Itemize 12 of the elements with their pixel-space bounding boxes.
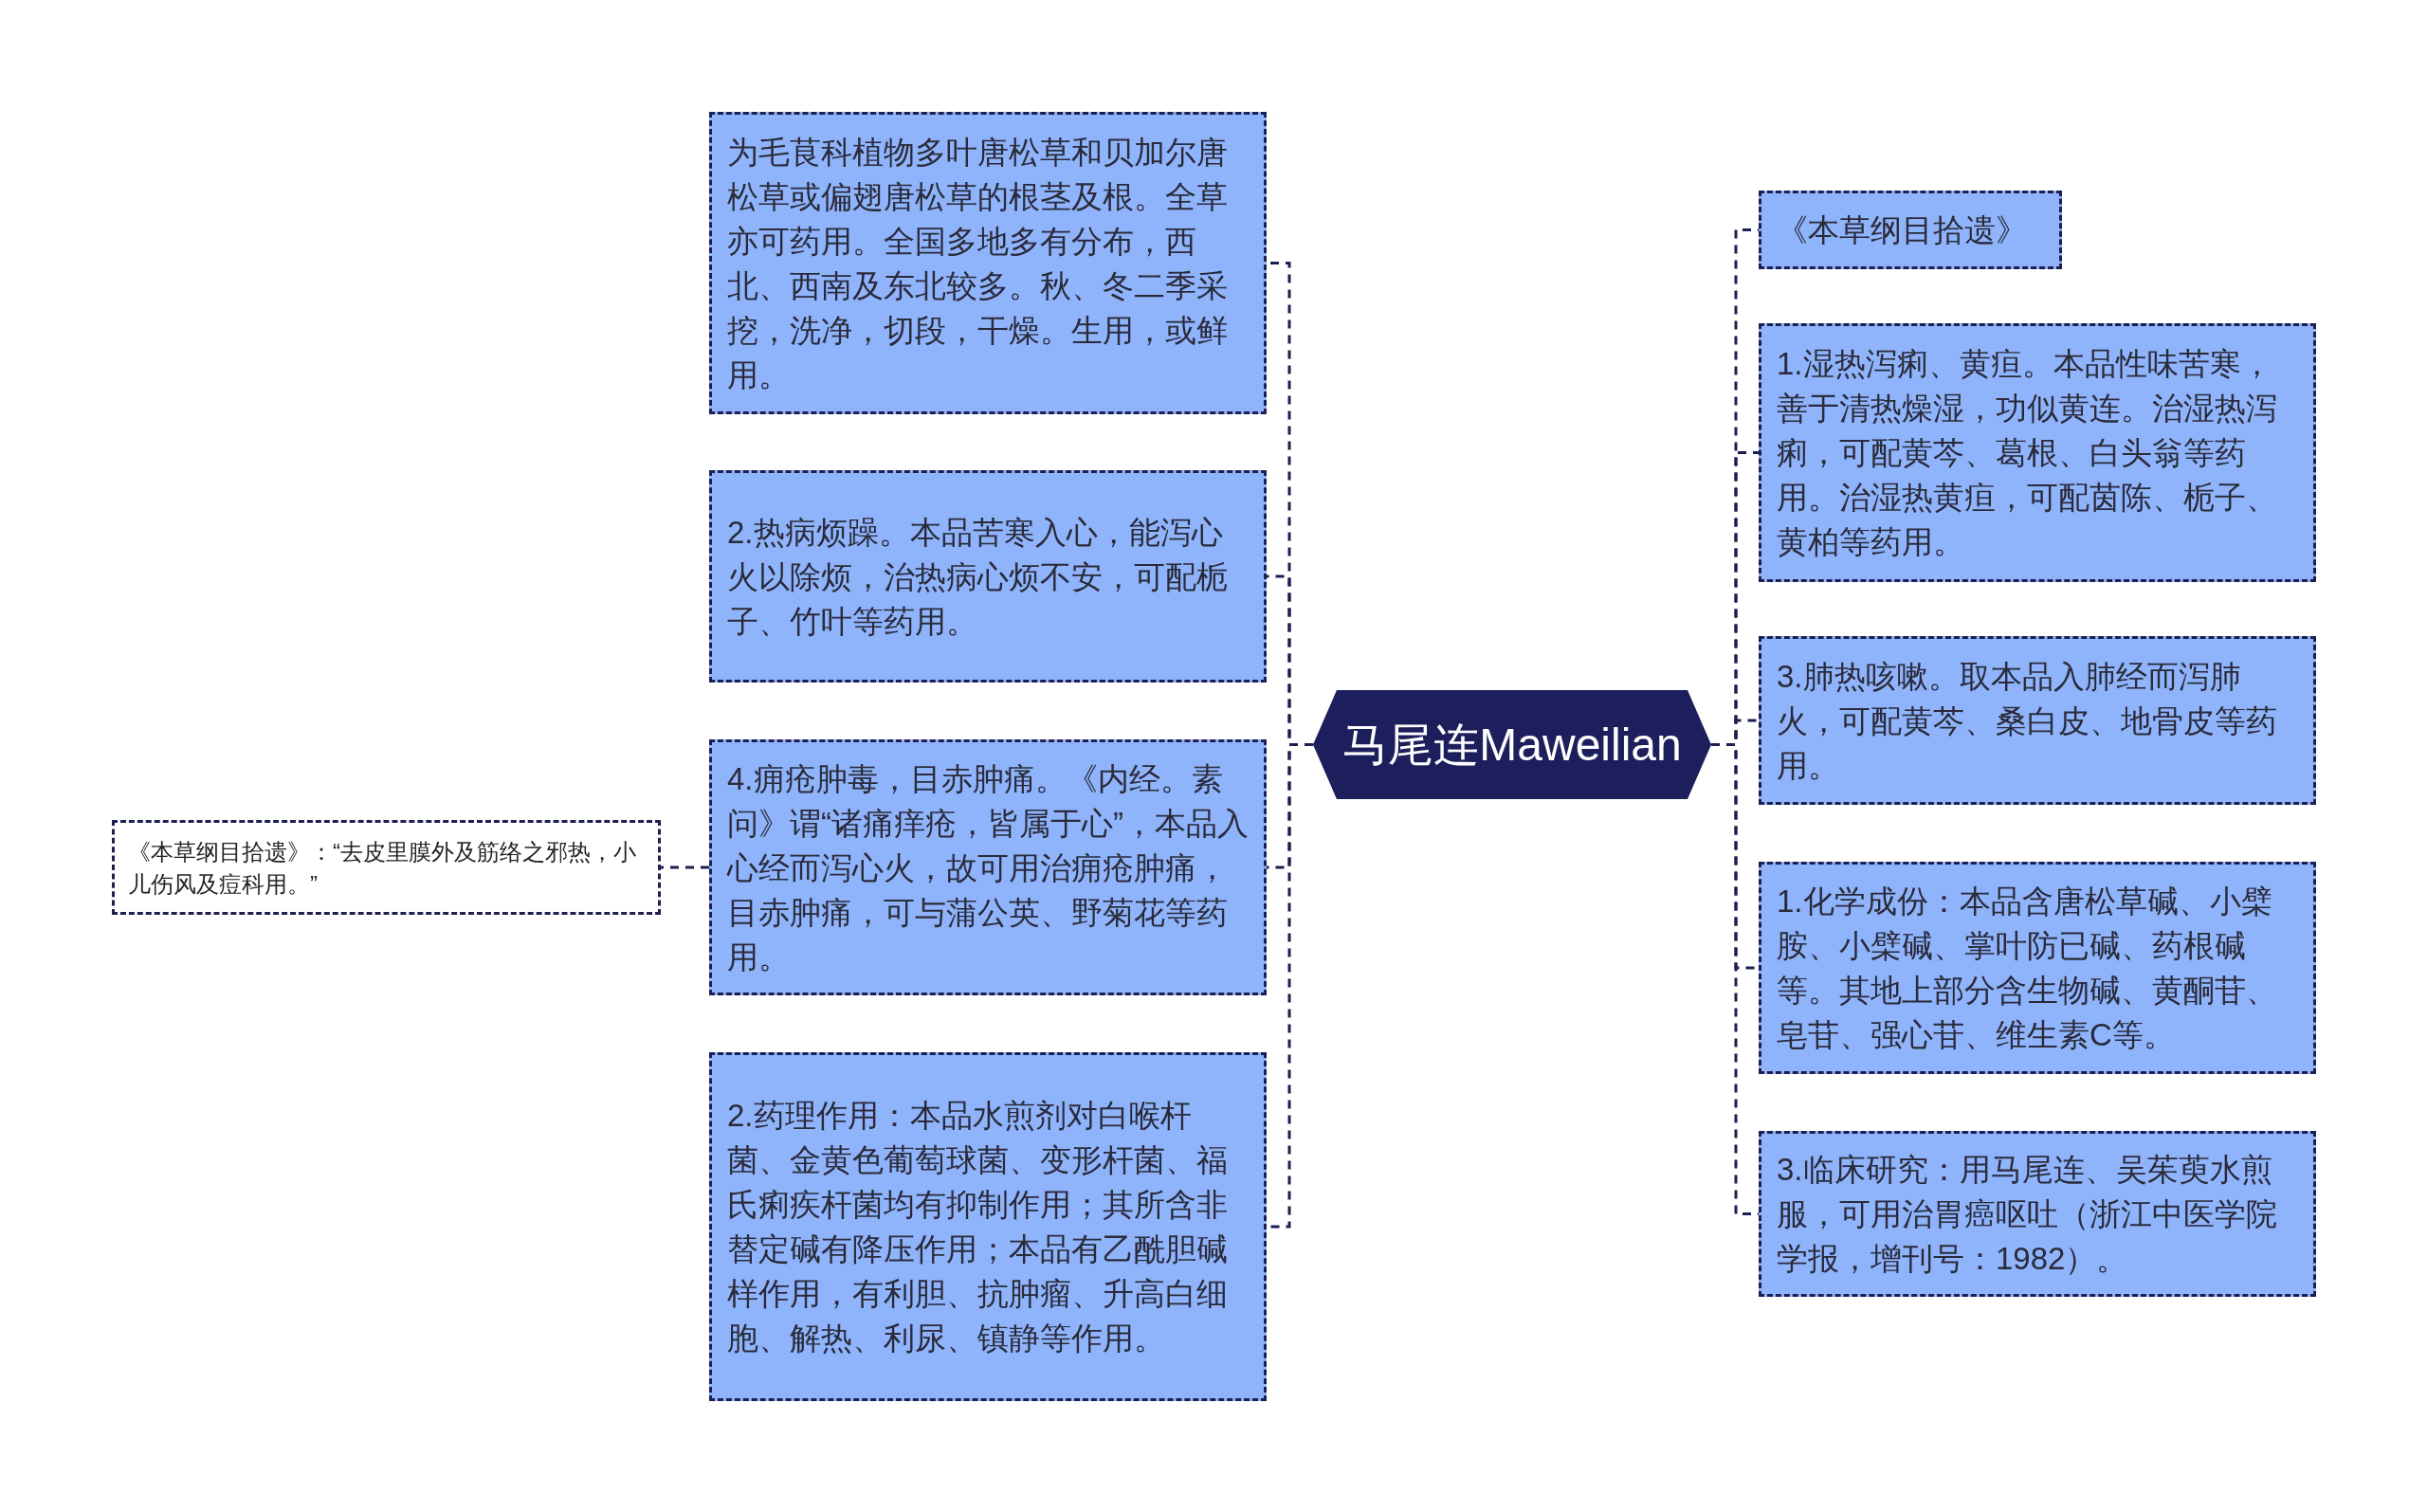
- topic-box: 《本草纲目拾遗》: [1759, 191, 2062, 269]
- topic-box: 为毛茛科植物多叶唐松草和贝加尔唐松草或偏翅唐松草的根茎及根。全草亦可药用。全国多地多有分布，西北、西南及东北较多。秋、冬二季采挖，洗净，切段，干燥。生用，或鲜用。: [709, 112, 1267, 414]
- note-box: 《本草纲目拾遗》：“去皮里膜外及筋络之邪热，小儿伤风及痘科用。”: [112, 820, 661, 915]
- topic-box: 1.湿热泻痢、黄疸。本品性味苦寒，善于清热燥湿，功似黄连。治湿热泻痢，可配黄芩、葛根、白头翁等药用。治湿热黄疸，可配茵陈、栀子、黄柏等药用。: [1759, 323, 2316, 582]
- topic-box: 2.热病烦躁。本品苦寒入心，能泻心火以除烦，治热病心烦不安，可配栀子、竹叶等药用。: [709, 470, 1267, 683]
- topic-title: 马尾连Maweilian: [1342, 721, 1682, 768]
- topic-box: 3.临床研究：用马尾连、吴茱萸水煎服，可用治胃癌呕吐（浙江中医学院学报，增刊号：1982）。: [1759, 1131, 2316, 1297]
- topic-box: 1.化学成份：本品含唐松草碱、小檗胺、小檗碱、掌叶防已碱、药根碱等。其地上部分含生物碱、黄酮苷、皂苷、强心苷、维生素C等。: [1759, 862, 2316, 1074]
- connector-line: [661, 865, 709, 869]
- topic-box: 2.药理作用：本品水煎剂对白喉杆菌、金黄色葡萄球菌、变形杆菌、福氏痢疾杆菌均有抑制作用；其所含非替定碱有降压作用；本品有乙酰胆碱样作用，有利胆、抗肿瘤、升高白细胞、解热、利尿、镇静等作用。: [709, 1052, 1267, 1401]
- topic-box: 4.痈疮肿毒，目赤肿痛。《内经。素问》谓“诸痛痒疮，皆属于心”，本品入心经而泻心火，故可用治痈疮肿痛，目赤肿痛，可与蒲公英、野菊花等药用。: [709, 739, 1267, 995]
- topic-box: 3.肺热咳嗽。取本品入肺经而泻肺火，可配黄芩、桑白皮、地骨皮等药用。: [1759, 636, 2316, 805]
